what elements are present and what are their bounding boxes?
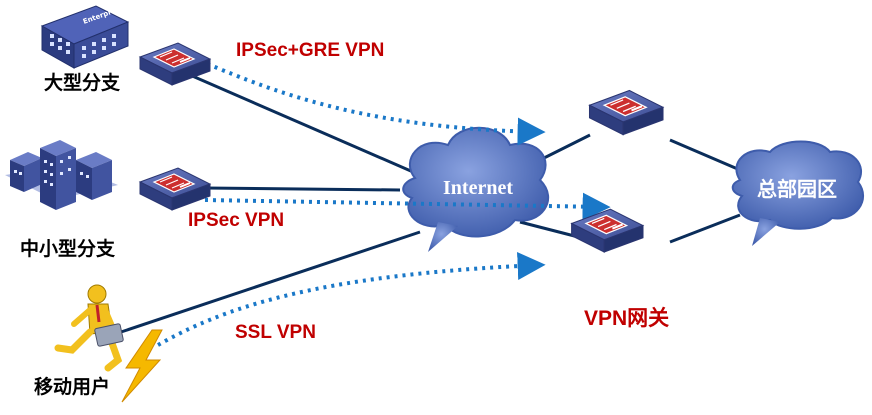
lightning-icon [121,329,163,403]
headquarters-cloud: 总部园区 [731,140,865,246]
mobile-user-label: 移动用户 [34,377,111,398]
link-large-branch-internet [189,73,421,177]
tunnel-ipsec [204,192,611,221]
link-gw2-hq [669,213,741,244]
small-branch-router-icon [139,167,211,211]
link-mobile-internet [117,230,421,335]
mobile-user-icon [54,284,124,372]
vpn-gateway-1-icon [588,89,665,136]
vpn-gateway-2-icon [570,208,645,254]
internet-cloud: Internet [402,126,550,252]
ssl-vpn-label: SSL VPN [235,322,316,343]
link-small-branch-internet [204,186,401,192]
internet-label: Internet [443,177,513,199]
link-gw1-hq [669,138,741,172]
tunnel-ssl [157,251,546,347]
headquarters-label: 总部园区 [757,177,837,201]
physical-links [117,73,741,335]
small-branch-buildings-icon [5,140,118,210]
vpn-gateway-label: VPN网关 [584,307,670,330]
ipsec-vpn-label: IPSec VPN [188,210,285,231]
large-branch-building-icon: Enterprise [40,4,130,69]
large-branch-label: 大型分支 [44,73,121,94]
tunnel-ipsec-gre [184,53,546,146]
small-branch-label: 中小型分支 [20,239,116,260]
vpn-tunnels [157,53,611,347]
ipsec-gre-vpn-label: IPSec+GRE VPN [236,40,385,61]
